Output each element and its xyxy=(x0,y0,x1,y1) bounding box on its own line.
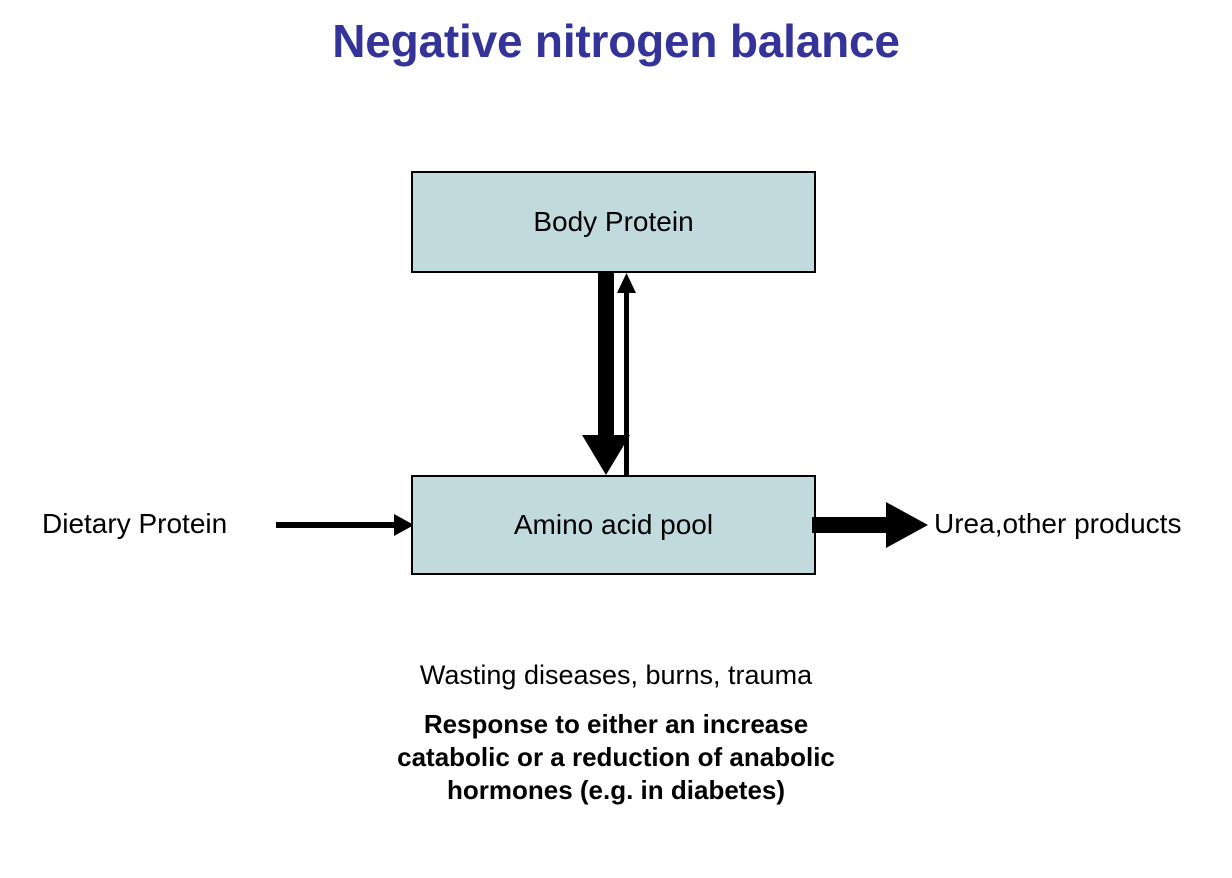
node-body-protein: Body Protein xyxy=(411,171,816,273)
arrow-anabolism-icon xyxy=(608,271,648,477)
node-body-protein-label: Body Protein xyxy=(533,206,694,237)
caption-explanation-line-1: Response to either an increase xyxy=(423,709,809,739)
caption-explanation: Response to either an increase catabolic… xyxy=(216,708,1016,807)
node-amino-acid-pool: Amino acid pool xyxy=(411,475,816,575)
label-urea-other-products: Urea,other products xyxy=(934,508,1182,539)
label-dietary-protein: Dietary Protein xyxy=(42,508,228,539)
caption-conditions: Wasting diseases, burns, trauma xyxy=(419,660,813,690)
node-amino-acid-pool-label: Amino acid pool xyxy=(513,509,714,540)
caption-explanation-line-3: hormones (e.g. in diabetes) xyxy=(446,775,786,805)
arrow-dietary-intake-icon xyxy=(276,508,416,542)
arrow-urea-output-icon xyxy=(812,498,932,552)
page-title: Negative nitrogen balance xyxy=(332,15,900,67)
arrow-catabolism-icon xyxy=(582,271,642,477)
caption-explanation-line-2: catabolic or a reduction of anabolic xyxy=(397,742,835,772)
